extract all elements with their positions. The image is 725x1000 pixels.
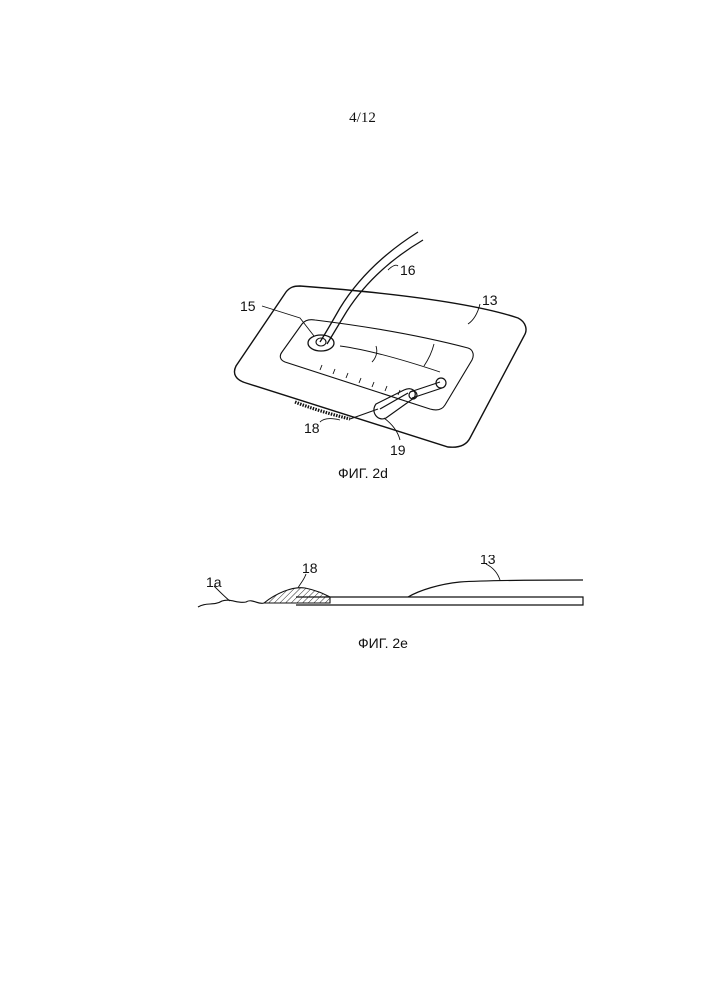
strip-18-section bbox=[264, 588, 330, 603]
label-13: 13 bbox=[482, 292, 498, 308]
page-number: 4/12 bbox=[0, 110, 725, 127]
label-15: 15 bbox=[240, 298, 256, 314]
dressing-outer bbox=[234, 286, 526, 447]
pad-marks bbox=[320, 365, 400, 395]
label-1a: 1a bbox=[206, 574, 222, 590]
figure-2d: 16 13 15 18 19 ФИГ. 2d bbox=[0, 225, 725, 490]
base-film bbox=[296, 597, 583, 605]
figure-2e: 1a 18 13 ФИГ. 2e bbox=[0, 555, 725, 655]
label-18: 18 bbox=[304, 420, 320, 436]
dressing-13-section bbox=[408, 580, 583, 597]
tube-16 bbox=[320, 232, 418, 342]
label-19: 19 bbox=[390, 442, 406, 458]
label-16: 16 bbox=[400, 262, 416, 278]
figure-2e-drawing: 1a 18 13 ФИГ. 2e bbox=[0, 555, 725, 655]
connector-19 bbox=[374, 378, 446, 419]
label-13-2e: 13 bbox=[480, 555, 496, 567]
label-18-2e: 18 bbox=[302, 560, 318, 576]
figure-2d-drawing: 16 13 15 18 19 ФИГ. 2d bbox=[0, 225, 725, 490]
port-15 bbox=[308, 335, 334, 351]
caption-fig-2d: ФИГ. 2d bbox=[338, 465, 388, 481]
strip-18 bbox=[295, 402, 378, 419]
skin-surface bbox=[198, 600, 264, 607]
caption-fig-2e: ФИГ. 2e bbox=[358, 635, 408, 651]
dressing-inner-pad bbox=[280, 320, 473, 410]
